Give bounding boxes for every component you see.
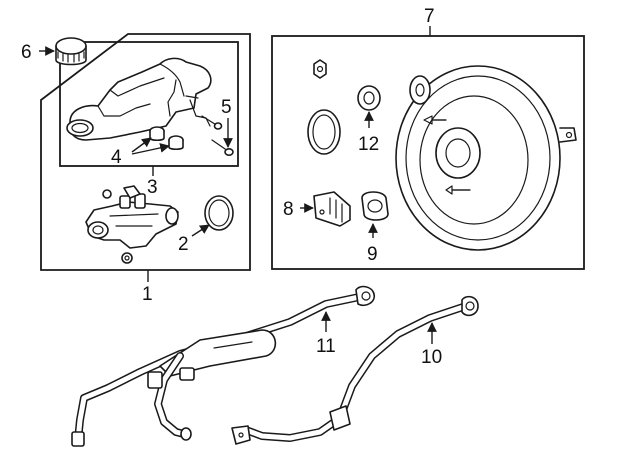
sensor-grommet[interactable] xyxy=(361,191,389,221)
brake-booster-group-frame xyxy=(271,35,585,270)
reservoir-bolt-lower[interactable] xyxy=(211,139,234,157)
callout-1: 1 xyxy=(142,284,153,305)
reservoir-group-frame xyxy=(59,41,239,167)
callout-12: 12 xyxy=(358,134,379,155)
check-valve-grommet[interactable] xyxy=(357,85,381,111)
callout-2: 2 xyxy=(178,234,189,255)
reservoir-bolt-upper[interactable] xyxy=(201,115,223,130)
leader-2 xyxy=(191,224,210,237)
reservoir-grommet-lower[interactable] xyxy=(168,135,184,151)
callout-3: 3 xyxy=(147,177,158,198)
leader-4b xyxy=(131,143,170,155)
callout-7: 7 xyxy=(424,6,435,27)
master-cylinder-group-frame xyxy=(40,33,251,271)
callout-9: 9 xyxy=(367,244,378,265)
brake-fluid-reservoir[interactable] xyxy=(66,57,212,141)
vacuum-hose-assembly[interactable] xyxy=(71,285,376,447)
master-cylinder[interactable] xyxy=(85,185,179,264)
callout-5: 5 xyxy=(221,97,232,118)
callout-10: 10 xyxy=(421,347,442,368)
leader-4a xyxy=(131,137,152,153)
callout-11: 11 xyxy=(316,336,336,357)
booster-o-ring[interactable] xyxy=(307,109,341,155)
vacuum-hose-secondary[interactable] xyxy=(231,295,479,445)
reservoir-cap[interactable] xyxy=(55,37,87,66)
callout-6: 6 xyxy=(21,42,32,63)
master-cylinder-seal[interactable] xyxy=(204,195,234,231)
booster-pressure-sensor[interactable] xyxy=(313,191,351,227)
vacuum-brake-booster[interactable] xyxy=(395,65,577,251)
callout-4: 4 xyxy=(111,147,122,168)
reservoir-grommet-upper[interactable] xyxy=(149,126,165,142)
booster-mounting-nut[interactable] xyxy=(313,59,327,79)
callout-8: 8 xyxy=(283,199,294,220)
